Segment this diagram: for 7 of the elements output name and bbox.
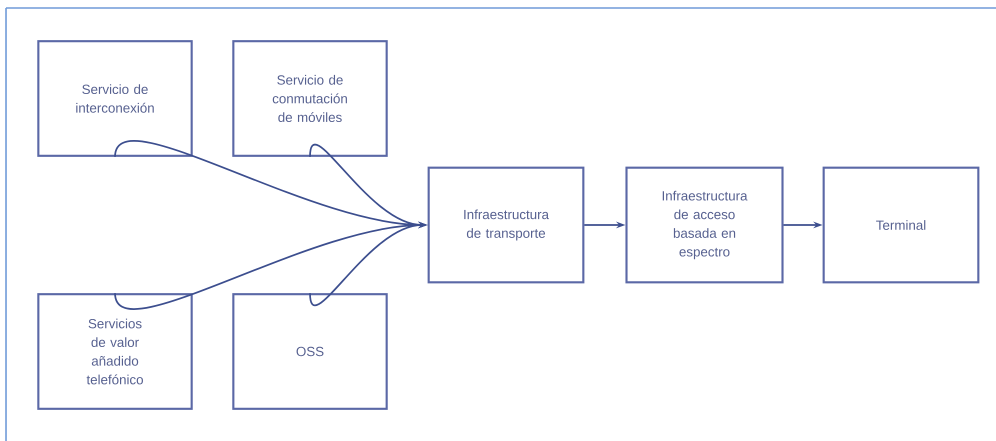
process-box: Servicio de conmutación de móviles (232, 40, 388, 157)
process-box: OSS (232, 293, 388, 410)
process-box: Infraestructura de acceso basada en espectro (625, 166, 784, 284)
process-box: Infraestructura de transporte (428, 166, 584, 284)
process-box: Terminal (822, 166, 980, 284)
process-box: Servicio de interconexión (37, 40, 193, 157)
process-box: Servicios de valor añadido telefónico (37, 293, 193, 410)
